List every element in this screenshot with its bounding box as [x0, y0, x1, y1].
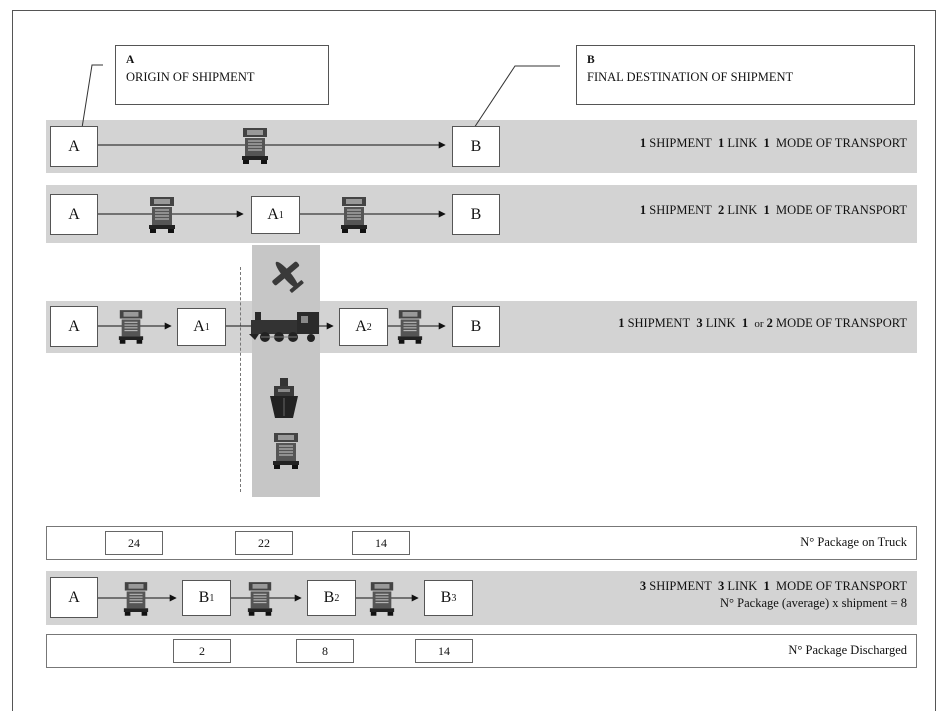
row4-node-b2-letter: B: [323, 589, 335, 606]
row2-shipment-count: 1: [639, 203, 647, 217]
row1-mode-label: MODE OF TRANSPORT: [776, 136, 907, 150]
row4-node-b1-sub: 1: [209, 592, 215, 604]
row3-shipment-count: 1: [618, 316, 625, 330]
package-on-truck-value: 22: [235, 531, 293, 555]
row2-link-count: 2: [718, 203, 725, 217]
row2-mode-count: 1: [763, 203, 770, 217]
truck-icon: [247, 582, 273, 616]
truck-icon: [341, 197, 367, 233]
truck-icon: [118, 310, 144, 344]
row4-mode-label: MODE OF TRANSPORT: [776, 579, 907, 593]
row2-node-origin: A: [50, 194, 98, 235]
row4-description-line1: 3 SHIPMENT 3 LINK 1 MODE OF TRANSPORT: [640, 578, 907, 595]
package-discharged-label: N° Package Discharged: [788, 643, 907, 657]
package-on-truck-value: 14: [352, 531, 410, 555]
row4-description: 3 SHIPMENT 3 LINK 1 MODE OF TRANSPORT N°…: [640, 578, 907, 612]
row4-node-b3-letter: B: [440, 589, 452, 606]
origin-callout-text: ORIGIN OF SHIPMENT: [126, 70, 255, 84]
package-on-truck-label: N° Package on Truck: [800, 535, 907, 549]
destination-callout-letter: B: [587, 54, 595, 66]
package-on-truck-value: 24: [105, 531, 163, 555]
row1-link-count: 1: [718, 136, 725, 150]
row1-node-origin: A: [50, 126, 98, 167]
origin-callout-letter: A: [126, 54, 135, 66]
row3-mode-label: MODE OF TRANSPORT: [776, 316, 907, 330]
row3-shipment-label: SHIPMENT: [627, 316, 691, 330]
origin-callout: A ORIGIN OF SHIPMENT: [115, 45, 329, 105]
row2-node-a1-sub: 1: [278, 209, 284, 221]
row3-node-a2-sub: 2: [366, 321, 372, 333]
destination-callout: B FINAL DESTINATION OF SHIPMENT: [576, 45, 915, 105]
destination-callout-text: FINAL DESTINATION OF SHIPMENT: [587, 70, 794, 84]
figure-frame: [12, 10, 936, 711]
truck-icon: [149, 197, 175, 233]
truck-icon: [273, 433, 299, 469]
row3-node-a1-sub: 1: [204, 321, 210, 333]
row2-shipment-label: SHIPMENT: [649, 203, 712, 217]
row4-node-origin: A: [50, 577, 98, 618]
row4-link-count: 3: [718, 579, 725, 593]
row4-node-b1-letter: B: [198, 589, 210, 606]
train-icon: [249, 312, 319, 342]
package-discharged-value: 2: [173, 639, 231, 663]
truck-icon: [123, 582, 149, 616]
row3-description: 1 SHIPMENT 3 LINK 1 or 2 MODE OF TRANSPO…: [618, 316, 907, 331]
row2-description: 1 SHIPMENT 2 LINK 1 MODE OF TRANSPORT: [640, 203, 907, 218]
row4-mode-count: 1: [763, 579, 770, 593]
row4-node-b2-sub: 2: [334, 592, 340, 604]
row2-mode-label: MODE OF TRANSPORT: [776, 203, 907, 217]
row2-node-destination: B: [452, 194, 500, 235]
row4-average-note: N° Package (average) x shipment = 8: [720, 596, 907, 610]
row4-node-b3-sub: 3: [451, 592, 457, 604]
row1-mode-count: 1: [763, 136, 770, 150]
row3-node-destination: B: [452, 306, 500, 347]
row3-mode-count: 1: [741, 316, 749, 330]
row3-or: or: [754, 318, 764, 330]
row1-shipment-count: 1: [639, 136, 647, 150]
row2-node-a1-letter: A: [267, 206, 279, 223]
row3-node-a2-letter: A: [355, 318, 367, 335]
dashed-divider: [240, 267, 241, 492]
row4-link-label: LINK: [727, 579, 758, 593]
row3-mode-count-alt: 2: [766, 316, 773, 330]
ship-icon: [270, 378, 298, 418]
truck-icon: [397, 310, 423, 344]
row3-link-label: LINK: [705, 316, 736, 330]
airplane-icon: [272, 261, 304, 293]
package-discharged-value: 8: [296, 639, 354, 663]
row2-link-label: LINK: [727, 203, 758, 217]
row3-link-count: 3: [696, 316, 703, 330]
package-on-truck-band: [46, 526, 917, 560]
row1-node-destination: B: [452, 126, 500, 167]
package-discharged-value: 14: [415, 639, 473, 663]
row4-shipment-label: SHIPMENT: [649, 579, 712, 593]
row3-node-origin: A: [50, 306, 98, 347]
truck-icon: [242, 128, 268, 164]
row1-description: 1 SHIPMENT 1 LINK 1 MODE OF TRANSPORT: [640, 136, 907, 151]
truck-icon: [369, 582, 395, 616]
row1-link-label: LINK: [727, 136, 758, 150]
row3-node-a1-letter: A: [193, 318, 205, 335]
row4-shipment-count: 3: [639, 579, 647, 593]
row1-shipment-label: SHIPMENT: [649, 136, 712, 150]
